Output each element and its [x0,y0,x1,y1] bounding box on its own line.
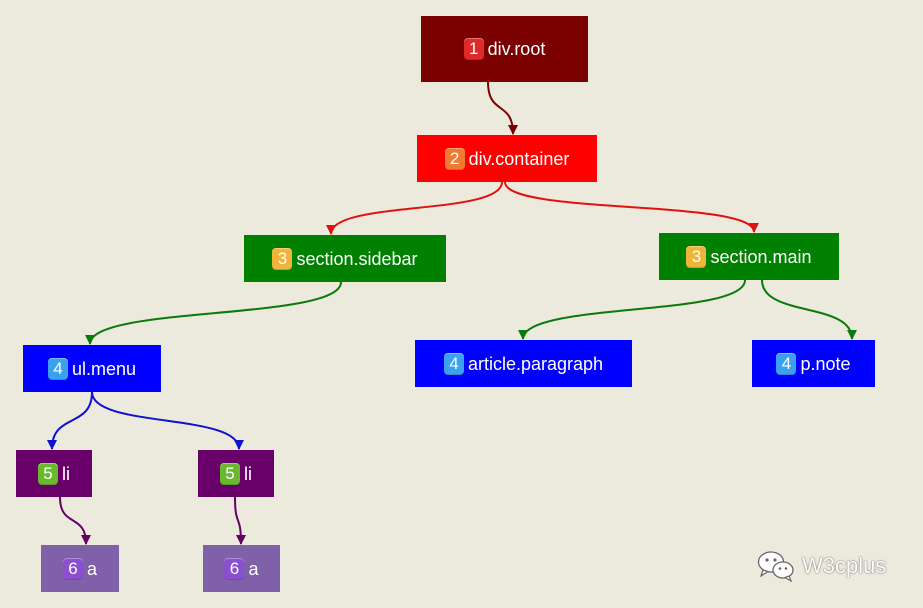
edge-main-to-paragraph [518,279,746,340]
node-li: 5 li [198,450,274,497]
node-a: 6 a [41,545,119,592]
level-badge: 6 [62,557,83,580]
node-article-paragraph: 4 article.paragraph [415,340,632,387]
node-label: a [248,558,259,579]
node-label: ul.menu [71,358,137,379]
edge-sidebar-to-menu [85,281,342,345]
node-label: div.root [487,39,546,59]
level-badge: 4 [47,357,68,380]
edge-container-to-sidebar [326,181,503,235]
node-label: li [62,463,70,484]
node-section-sidebar: 3 section.sidebar [244,235,446,282]
edge-li1-to-a1 [59,496,91,545]
level-badge: 3 [686,245,707,268]
node-section-main: 3 section.main [659,233,839,280]
node-ul-menu: 4 ul.menu [23,345,161,392]
level-badge: 6 [224,557,245,580]
wechat-icon [757,551,794,583]
node-li: 5 li [16,450,92,497]
watermark: W3cplus [756,548,886,584]
node-div-container: 2 div.container [417,135,597,182]
node-label: a [86,558,97,579]
edge-li2-to-a2 [234,496,246,545]
level-badge: 4 [776,352,797,375]
edge-root-to-container [487,81,518,135]
level-badge: 5 [220,462,240,485]
node-label: p.note [800,353,851,374]
level-badge: 5 [38,462,58,485]
edge-main-to-note [761,279,857,340]
node-label: div.container [468,148,570,169]
edge-menu-to-li2 [91,391,244,450]
level-badge: 3 [272,247,293,270]
node-a: 6 a [203,545,280,592]
level-badge: 4 [443,352,464,375]
level-badge: 1 [463,38,484,60]
node-p-note: 4 p.note [752,340,875,387]
node-div-root: 1 div.root [421,16,588,82]
edge-menu-to-li1 [47,391,93,450]
node-label: article.paragraph [467,353,604,374]
node-label: section.sidebar [296,248,418,269]
level-badge: 2 [444,147,465,170]
edge-container-to-main [504,181,759,233]
node-label: section.main [710,246,812,267]
node-label: li [244,463,252,484]
watermark-text: W3cplus [802,553,887,578]
